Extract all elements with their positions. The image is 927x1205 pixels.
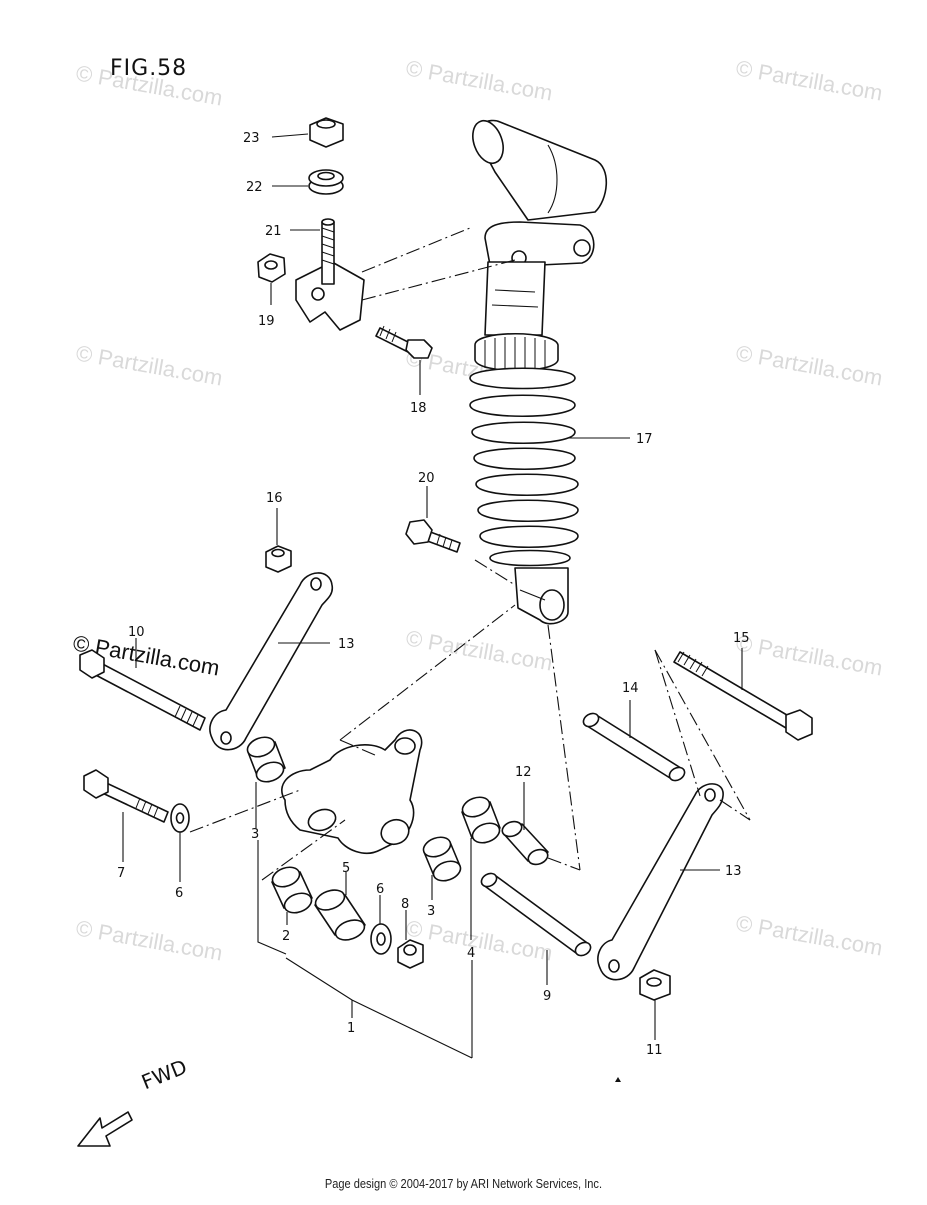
bolt-15	[673, 651, 813, 741]
shock-absorber	[469, 119, 608, 625]
watermark-text: © Partzilla.com	[404, 55, 554, 105]
upper-bracket	[295, 218, 365, 331]
washer-6-center	[370, 923, 392, 955]
cushion-lever	[281, 729, 423, 854]
callout-23: 23	[243, 131, 260, 146]
callout-6-left: 6	[175, 886, 183, 901]
bolt-7	[83, 769, 169, 823]
callout-18: 18	[410, 401, 427, 416]
figure-title: FIG.58	[110, 56, 188, 81]
bearing-2	[271, 866, 313, 914]
watermark-text: © Partzilla.com	[74, 340, 224, 390]
callout-8: 8	[401, 897, 409, 912]
nut-23	[309, 117, 344, 148]
callout-22: 22	[246, 180, 263, 195]
pipe-9	[480, 872, 592, 957]
callout-6-center: 6	[376, 882, 384, 897]
nut-11	[639, 969, 671, 1001]
leader-line	[474, 559, 516, 586]
watermark-text: © Partzilla.com	[734, 630, 884, 680]
rod-13-right	[597, 783, 724, 981]
callout-17: 17	[636, 432, 653, 447]
callout-2: 2	[282, 929, 290, 944]
callout-11: 11	[646, 1043, 663, 1058]
watermark-text: © Partzilla.com	[74, 915, 224, 965]
callout-12: 12	[515, 765, 532, 780]
callout-4: 4	[467, 946, 475, 961]
callout-labels: 23 22 21 19 18 17 20 16 13 10 15 14 12 1…	[117, 131, 750, 1058]
nut-16	[265, 545, 292, 573]
sleeve-12	[501, 820, 549, 866]
leader-line	[654, 649, 751, 821]
leader-line	[547, 857, 581, 871]
callout-7: 7	[117, 866, 125, 881]
washer-6-left	[170, 803, 190, 833]
nut-19	[257, 253, 286, 283]
bushing-3-left	[246, 736, 286, 783]
bushing-4	[461, 796, 501, 844]
callout-1: 1	[347, 1021, 355, 1036]
callout-3-center: 3	[427, 904, 435, 919]
fwd-arrow-icon	[77, 1111, 133, 1147]
watermark-text: © Partzilla.com	[734, 910, 884, 960]
watermark-text: © Partzilla.com	[404, 915, 554, 965]
leader-line	[361, 259, 516, 301]
callout-20: 20	[418, 471, 435, 486]
leader-line	[261, 819, 346, 881]
callout-13-left: 13	[338, 637, 355, 652]
leader-line	[654, 649, 701, 797]
leader-lines	[122, 133, 743, 1059]
leader-line	[339, 739, 376, 756]
leader-line	[547, 624, 581, 871]
watermark-text: © Partzilla.com	[734, 55, 884, 105]
bolt-10	[79, 649, 206, 731]
callout-5: 5	[342, 861, 350, 876]
callout-15: 15	[733, 631, 750, 646]
watermark-text: © Partzilla.com	[734, 340, 884, 390]
leader-line	[189, 789, 301, 833]
grommet-22	[308, 169, 344, 195]
spacer-5	[314, 889, 366, 941]
callout-19: 19	[258, 314, 275, 329]
bolt-20	[405, 519, 461, 553]
bolt-18	[375, 325, 433, 359]
callout-14: 14	[622, 681, 639, 696]
callout-16: 16	[266, 491, 283, 506]
marker-dot	[615, 1077, 621, 1082]
callout-9: 9	[543, 989, 551, 1004]
callout-21: 21	[265, 224, 282, 239]
nut-8	[397, 939, 424, 969]
leader-line	[719, 799, 751, 821]
rod-13-left	[209, 572, 334, 751]
leader-line	[339, 604, 516, 741]
callout-10: 10	[128, 625, 145, 640]
bushing-3-center	[422, 836, 462, 882]
callout-3-left: 3	[251, 827, 259, 842]
callout-13-right: 13	[725, 864, 742, 879]
footer-copyright: Page design © 2004-2017 by ARI Network S…	[324, 1176, 603, 1191]
leader-line	[361, 227, 471, 273]
pipe-14	[582, 712, 686, 782]
